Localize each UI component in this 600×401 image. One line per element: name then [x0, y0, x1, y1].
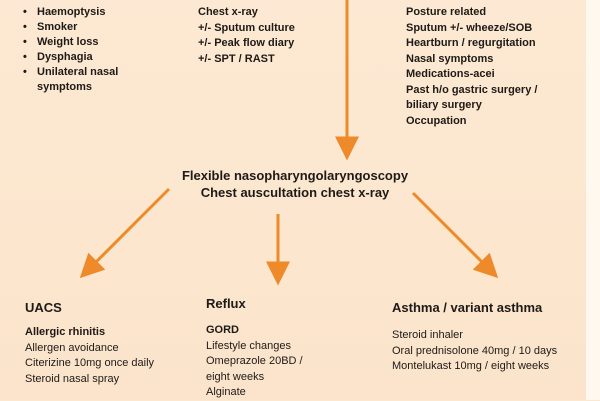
asthma-section: Asthma / variant asthma Steroid inhaler …: [392, 300, 592, 375]
history-line: Sputum +/- wheeze/SOB: [406, 21, 533, 34]
red-flags-list: Haemoptysis Smoker Weight loss Dysphagia…: [23, 5, 173, 95]
asthma-spacer: [392, 316, 592, 328]
top-left-red-flags: Haemoptysis Smoker Weight loss Dysphagia…: [23, 5, 173, 95]
investigation-line: +/- SPT / RAST: [198, 52, 275, 65]
history-line: biliary surgery: [406, 99, 482, 111]
list-item-text: Smoker: [37, 21, 78, 33]
assessment-line-1: Flexible nasopharyngolaryngoscopy: [181, 168, 409, 183]
asthma-line: Montelukast 10mg / eight weeks: [392, 360, 550, 372]
uacs-line: Allergen avoidance: [25, 341, 119, 354]
history-line: Medications-acei: [406, 68, 495, 80]
reflux-line: Lifestyle changes: [206, 339, 291, 352]
uacs-spacer: [25, 316, 185, 325]
investigation-line: Chest x-ray: [198, 6, 258, 18]
reflux-section: Reflux GORD Lifestyle changes Omeprazole…: [206, 296, 346, 401]
history-line: Nasal symptoms: [406, 52, 494, 65]
reflux-subheading: GORD: [206, 324, 239, 336]
asthma-line: Oral prednisolone 40mg / 10 days: [392, 344, 558, 357]
history-line: Occupation: [406, 114, 467, 127]
list-item-text: Dysphagia: [37, 51, 93, 63]
list-item: Smoker: [23, 20, 173, 35]
list-item: Unilateral nasal symptoms: [23, 65, 173, 95]
asthma-details: Steroid inhaler Oral prednisolone 40mg /…: [392, 328, 592, 375]
investigation-line: +/- Sputum culture: [198, 21, 295, 34]
list-item: Haemoptysis: [23, 5, 173, 20]
reflux-heading: Reflux: [206, 296, 246, 311]
list-item: Weight loss: [23, 35, 173, 50]
history-line: Posture related: [406, 6, 487, 18]
investigation-line: +/- Peak flow diary: [198, 37, 295, 49]
uacs-line: Steroid nasal spray: [25, 372, 120, 385]
top-middle-investigations: Chest x-ray +/- Sputum culture +/- Peak …: [198, 5, 348, 67]
reflux-line: Alginate: [206, 386, 246, 398]
uacs-section: UACS Allergic rhinitis Allergen avoidanc…: [25, 300, 185, 387]
history-line: Past h/o gastric surgery /: [406, 83, 538, 96]
asthma-heading: Asthma / variant asthma: [392, 300, 543, 315]
asthma-line: Steroid inhaler: [392, 329, 463, 341]
reflux-details: Lifestyle changes Omeprazole 20BD / eigh…: [206, 339, 346, 401]
top-right-history: Posture related Sputum +/- wheeze/SOB He…: [406, 5, 586, 129]
uacs-subheading: Allergic rhinitis: [25, 326, 106, 338]
list-item-text: Haemoptysis: [37, 6, 106, 18]
page-edge-strip: [586, 0, 600, 400]
uacs-heading: UACS: [25, 300, 62, 315]
uacs-details: Allergen avoidance Citerizine 10mg once …: [25, 341, 185, 388]
uacs-line: Citerizine 10mg once daily: [25, 357, 155, 369]
list-item: Dysphagia: [23, 50, 173, 65]
assessment-line-2: Chest auscultation chest x-ray: [200, 185, 390, 200]
central-assessment: Flexible nasopharyngolaryngoscopy Chest …: [145, 167, 445, 201]
list-item-text: Unilateral nasal symptoms: [37, 66, 119, 93]
reflux-line: eight weeks: [206, 370, 265, 383]
history-line: Heartburn / regurgitation: [406, 37, 536, 49]
list-item-text: Weight loss: [37, 36, 99, 48]
reflux-line: Omeprazole 20BD /: [206, 355, 303, 367]
reflux-spacer: [206, 312, 346, 323]
